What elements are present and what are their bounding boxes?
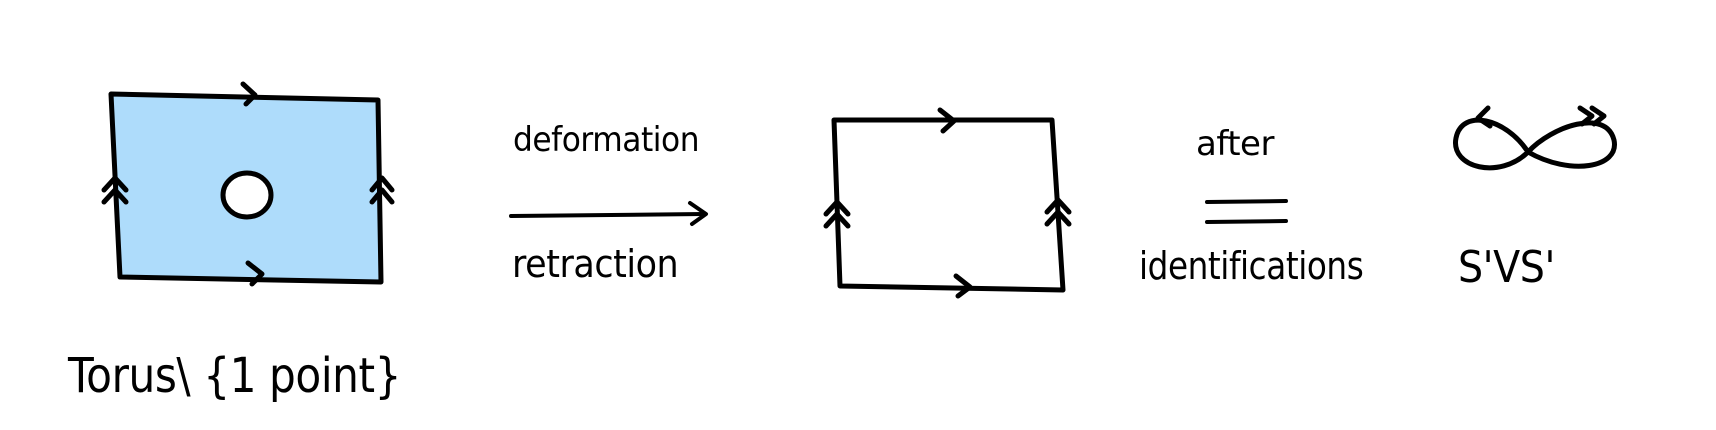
left-edge-double-arrow [101, 175, 129, 205]
retraction-arrow [509, 201, 708, 226]
equals-sign [1205, 199, 1288, 224]
puncture-hole [220, 170, 274, 220]
bottom-edge-arrow [245, 260, 265, 287]
left-loop-arrow [1475, 105, 1493, 129]
deformation-label: deformation [513, 120, 700, 160]
top-edge-arrow [937, 107, 957, 134]
left-edge-double-arrow [823, 199, 851, 229]
boundary-square [823, 107, 1072, 299]
torus-caption: Torus\ {1 point} [68, 348, 402, 404]
figure-eight [1453, 105, 1617, 171]
after-label: after [1196, 124, 1274, 164]
bottom-edge-arrow [953, 273, 973, 299]
retraction-label: retraction [512, 242, 679, 286]
right-edge-double-arrow [1044, 197, 1072, 227]
punctured-square [101, 81, 395, 287]
right-loop-double-arrow [1577, 105, 1607, 127]
top-edge-arrow [240, 81, 258, 107]
identifications-label: identifications [1139, 244, 1364, 288]
wedge-label: S'VS' [1458, 242, 1555, 293]
right-edge-double-arrow [369, 175, 395, 205]
